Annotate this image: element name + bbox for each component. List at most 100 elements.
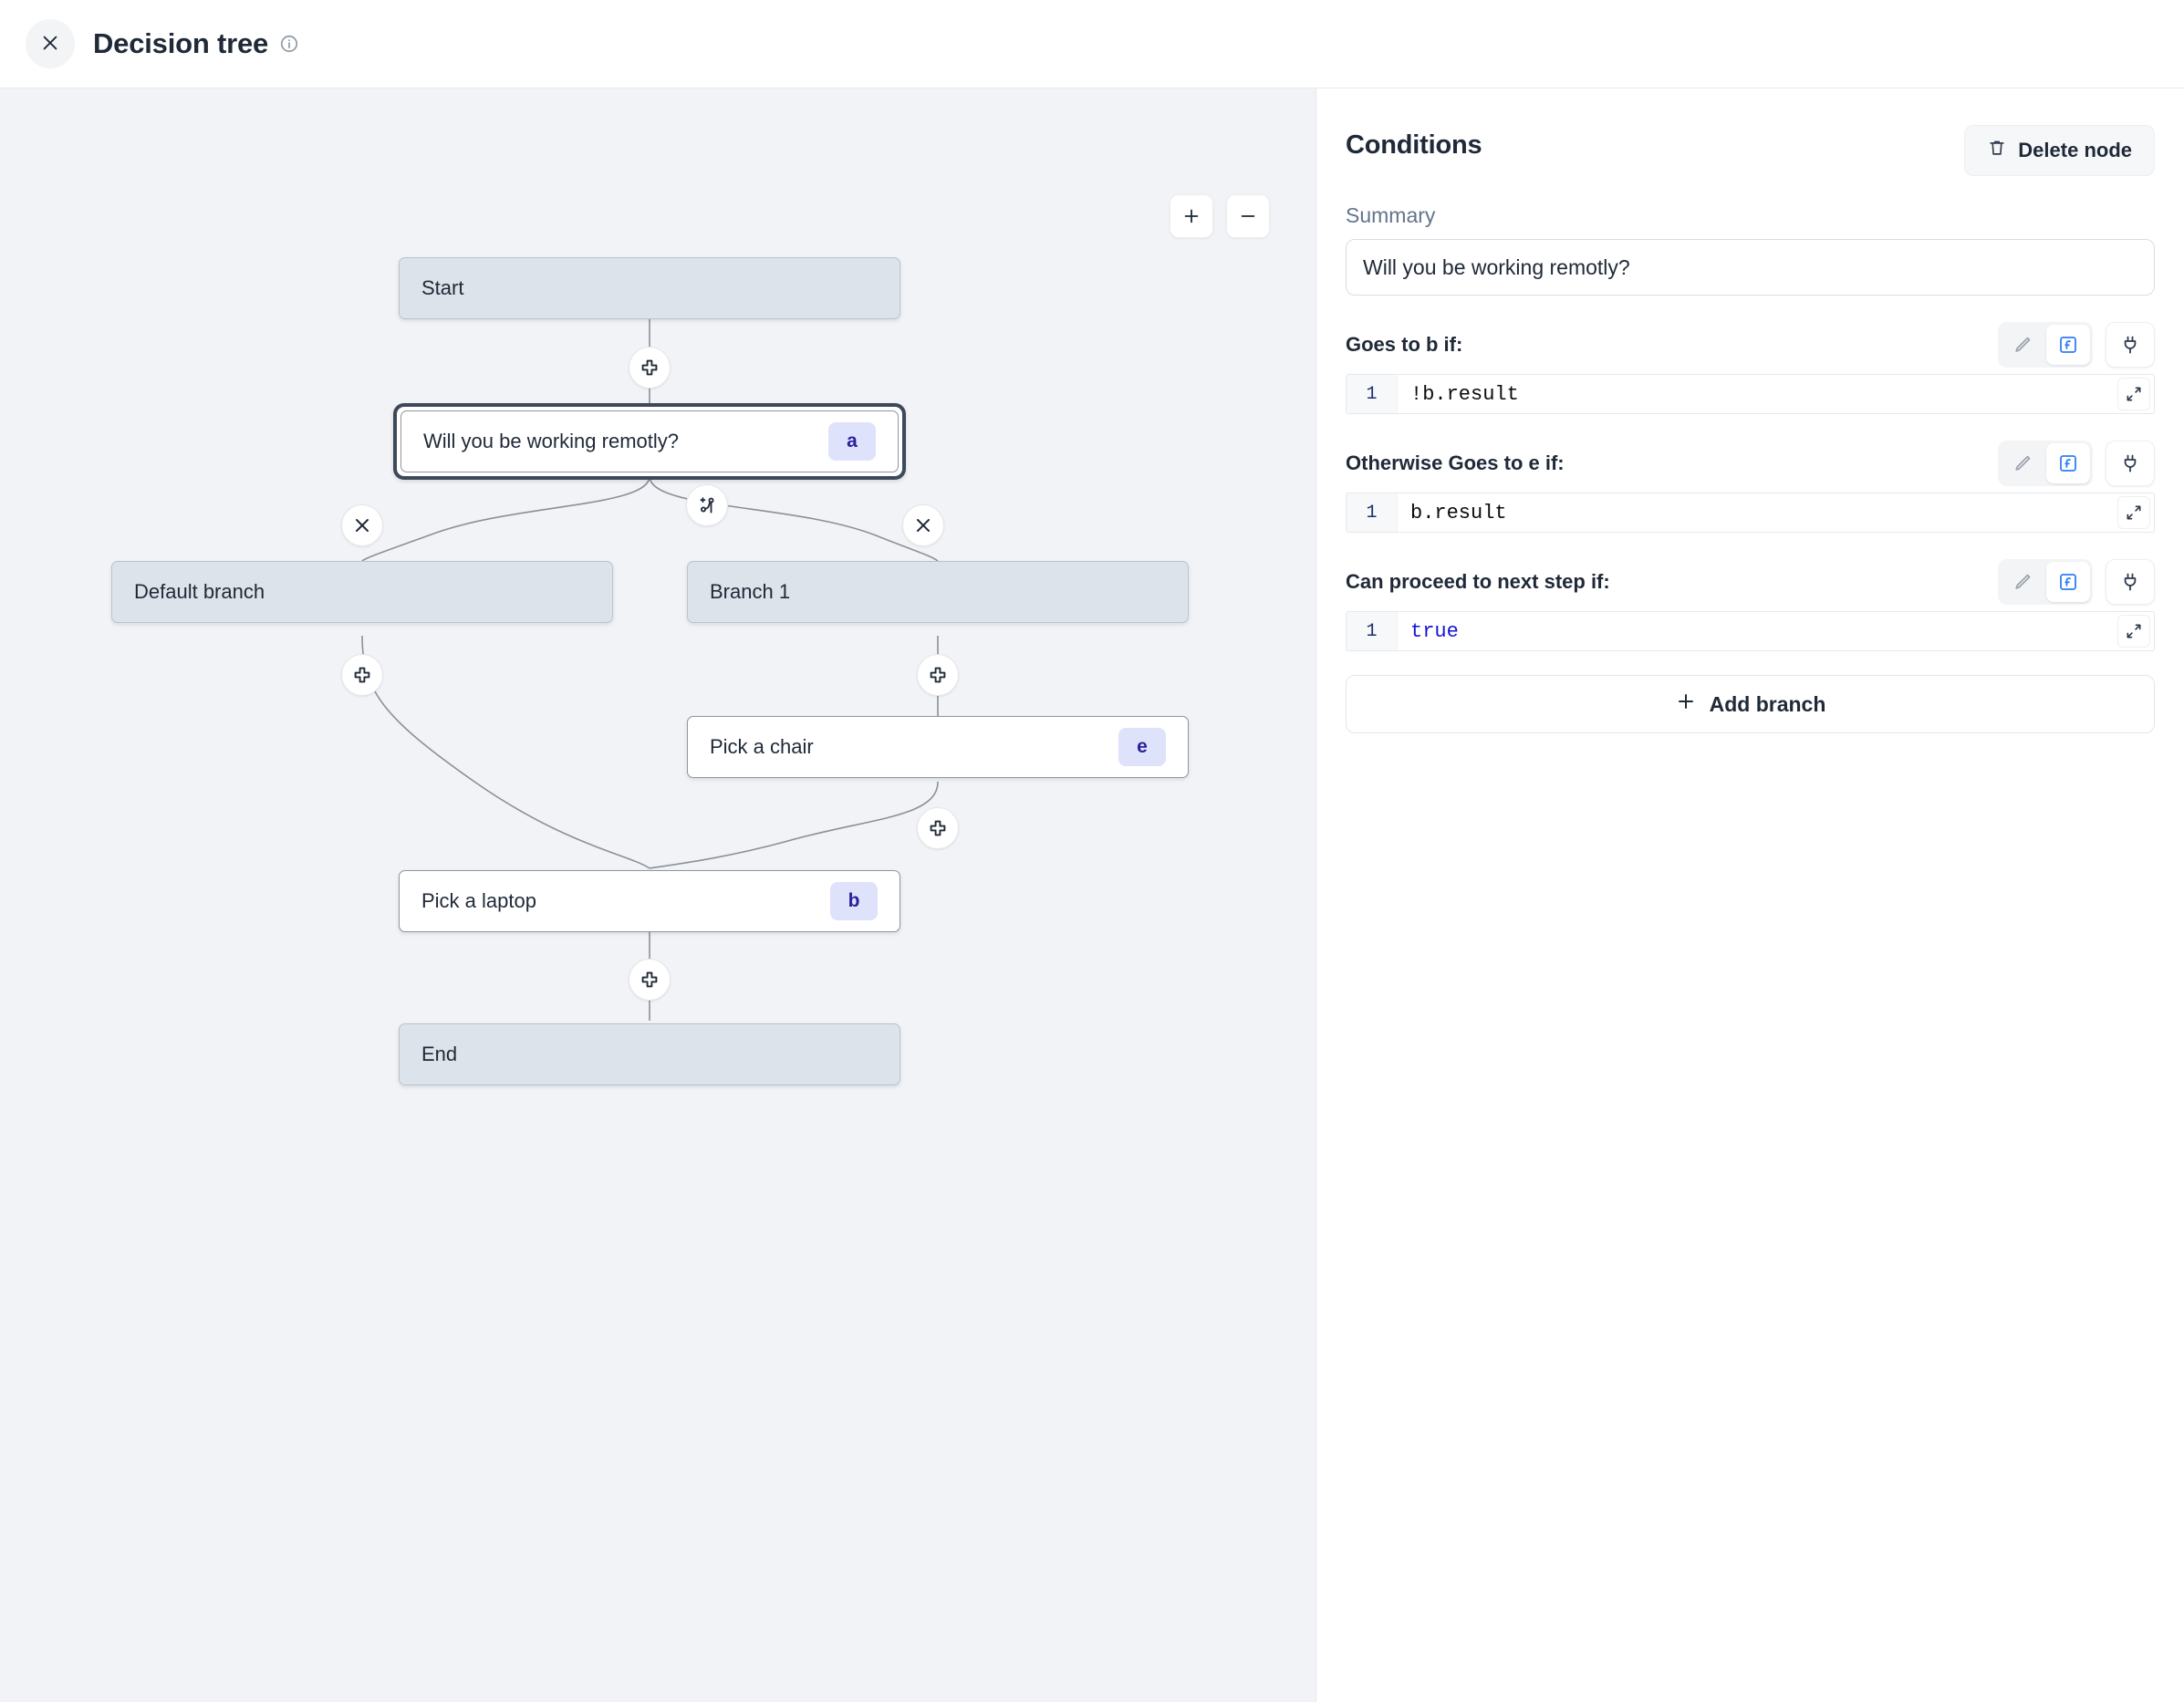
editor-mode-toggle xyxy=(1998,441,2093,486)
top-bar: Decision tree xyxy=(0,0,2184,88)
expand-editor-button[interactable] xyxy=(2117,615,2150,648)
condition-header: Goes to b if: xyxy=(1346,322,2155,368)
flow-canvas[interactable]: Start Will you be working remotly? a xyxy=(0,88,1316,1702)
title-group: Decision tree xyxy=(93,27,299,60)
line-number: 1 xyxy=(1347,375,1398,413)
pencil-icon xyxy=(2012,452,2033,474)
code-line[interactable]: !b.result xyxy=(1410,382,1519,406)
flow-node-label: Branch 1 xyxy=(710,580,791,603)
flow-node-a[interactable]: Will you be working remotly? a xyxy=(400,410,899,472)
page-title: Decision tree xyxy=(93,27,269,59)
zoom-out-button[interactable] xyxy=(1226,194,1270,238)
summary-label: Summary xyxy=(1346,203,1436,227)
plus-icon xyxy=(639,357,660,379)
insert-step-handle[interactable] xyxy=(917,807,959,849)
editor-mode-toggle xyxy=(1998,559,2093,605)
editor-mode-toggle xyxy=(1998,322,2093,368)
function-icon-button[interactable] xyxy=(2046,562,2090,602)
function-icon xyxy=(2057,571,2079,593)
function-icon xyxy=(2057,334,2079,356)
flow-node-label: Pick a chair xyxy=(710,735,814,758)
zoom-in-button[interactable] xyxy=(1170,194,1213,238)
plus-icon xyxy=(351,664,373,686)
close-icon xyxy=(912,514,934,536)
plug-icon-button[interactable] xyxy=(2106,441,2155,486)
expand-icon xyxy=(2125,503,2143,522)
insert-step-handle[interactable] xyxy=(629,347,671,389)
pencil-icon-button[interactable] xyxy=(2001,443,2044,483)
pencil-icon-button[interactable] xyxy=(2001,325,2044,365)
pencil-icon xyxy=(2012,571,2033,593)
plug-icon-button[interactable] xyxy=(2106,322,2155,368)
function-icon-button[interactable] xyxy=(2046,443,2090,483)
close-button[interactable] xyxy=(26,19,75,68)
code-editor[interactable]: 1 !b.result xyxy=(1346,374,2155,414)
plug-icon-button[interactable] xyxy=(2106,559,2155,605)
flow-node-badge: a xyxy=(828,422,876,461)
code-editor[interactable]: 1 b.result xyxy=(1346,493,2155,533)
flow-node-label: Start xyxy=(421,276,464,299)
close-icon xyxy=(40,33,60,56)
condition-label: Otherwise Goes to e if: xyxy=(1346,451,1565,474)
add-branch-label: Add branch xyxy=(1709,691,1826,716)
line-number: 1 xyxy=(1347,493,1398,532)
condition-tools xyxy=(1998,322,2155,368)
code-line[interactable]: b.result xyxy=(1410,501,1507,524)
condition-header: Can proceed to next step if: xyxy=(1346,559,2155,605)
close-icon xyxy=(351,514,373,536)
flow-node-e[interactable]: Pick a chair e xyxy=(687,716,1189,778)
plus-icon xyxy=(927,664,949,686)
flow-node-label: Will you be working remotly? xyxy=(423,430,679,452)
plug-icon xyxy=(2119,334,2141,356)
insert-step-handle[interactable] xyxy=(629,959,671,1001)
flow-node-badge: b xyxy=(830,882,878,920)
conditions-panel: Conditions Delete node Summary Goes to b… xyxy=(1316,88,2184,1702)
plug-icon xyxy=(2119,452,2141,474)
info-icon[interactable] xyxy=(279,34,299,54)
insert-step-handle[interactable] xyxy=(917,654,959,696)
panel-title: Conditions xyxy=(1346,130,1482,160)
function-icon-button[interactable] xyxy=(2046,325,2090,365)
zoom-controls xyxy=(1170,194,1270,238)
plus-icon xyxy=(639,969,660,991)
condition-block-otherwise-goes-to-e: Otherwise Goes to e if: xyxy=(1346,441,2155,533)
delete-branch-handle-1[interactable] xyxy=(902,504,944,546)
add-branch-button[interactable]: Add branch xyxy=(1346,675,2155,733)
line-number: 1 xyxy=(1347,612,1398,650)
expand-icon xyxy=(2125,385,2143,403)
plus-icon xyxy=(1675,690,1697,718)
flow-node-label: Pick a laptop xyxy=(421,889,536,912)
summary-input[interactable] xyxy=(1346,239,2155,296)
main-body: Start Will you be working remotly? a xyxy=(0,88,2184,1702)
condition-label: Goes to b if: xyxy=(1346,333,1463,356)
delete-node-label: Delete node xyxy=(2018,139,2132,161)
insert-step-handle[interactable] xyxy=(341,654,383,696)
pencil-icon-button[interactable] xyxy=(2001,562,2044,602)
flow-node-end[interactable]: End xyxy=(399,1023,900,1085)
branch-plus-icon xyxy=(696,494,718,516)
flow-node-b[interactable]: Pick a laptop b xyxy=(399,870,900,932)
expand-editor-button[interactable] xyxy=(2117,378,2150,410)
flow-node-branch-1[interactable]: Branch 1 xyxy=(687,561,1189,623)
delete-node-button[interactable]: Delete node xyxy=(1964,125,2155,176)
condition-header: Otherwise Goes to e if: xyxy=(1346,441,2155,486)
delete-branch-handle-default[interactable] xyxy=(341,504,383,546)
expand-editor-button[interactable] xyxy=(2117,496,2150,529)
flow-graph: Start Will you be working remotly? a xyxy=(0,88,1316,1702)
function-icon xyxy=(2057,452,2079,474)
flow-node-start[interactable]: Start xyxy=(399,257,900,319)
add-branch-handle[interactable] xyxy=(686,484,728,526)
code-editor[interactable]: 1 true xyxy=(1346,611,2155,651)
plug-icon xyxy=(2119,571,2141,593)
condition-tools xyxy=(1998,559,2155,605)
flow-node-badge: e xyxy=(1118,728,1166,766)
code-line[interactable]: true xyxy=(1410,619,1459,643)
trash-icon xyxy=(1987,138,2007,163)
plus-icon xyxy=(927,817,949,839)
flow-node-default-branch[interactable]: Default branch xyxy=(111,561,613,623)
condition-block-can-proceed: Can proceed to next step if: xyxy=(1346,559,2155,651)
pencil-icon xyxy=(2012,334,2033,356)
flow-node-selected-wrapper[interactable]: Will you be working remotly? a xyxy=(393,403,906,480)
flow-node-label: End xyxy=(421,1043,458,1065)
condition-block-goes-to-b: Goes to b if: xyxy=(1346,322,2155,414)
